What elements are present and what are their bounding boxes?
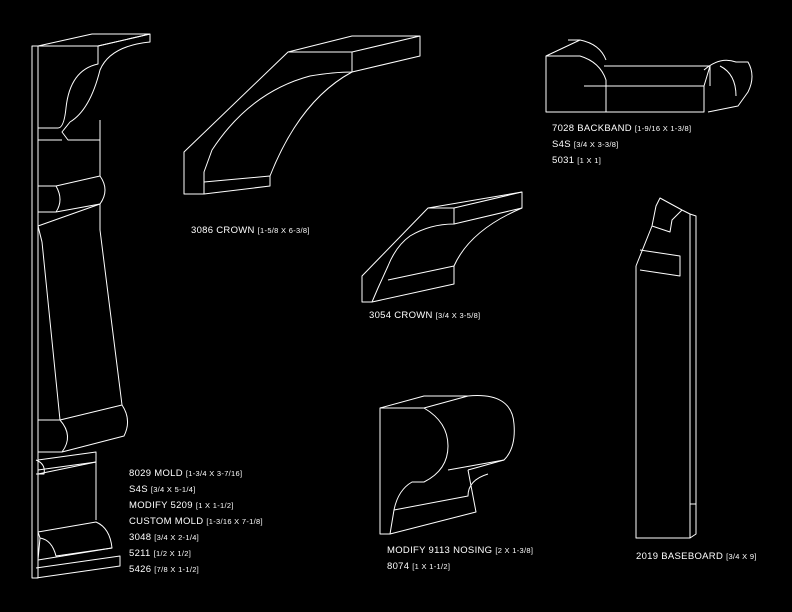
assembly-5209-name: MODIFY 5209	[129, 500, 193, 511]
assembly-5211-name: 5211	[129, 548, 151, 559]
backband-7028-name: 7028 BACKBAND	[552, 123, 632, 134]
backband-5031-size: [1 X 1]	[577, 156, 602, 165]
assembly-3048-size: [3/4 X 2-1/4]	[154, 533, 200, 542]
assembly-5426-size: [7/8 X 1-1/2]	[154, 565, 200, 574]
assembly-custom-size: [1-3/16 X 7-1/8]	[206, 517, 263, 526]
nosing-9113-size: [2 X 1-3/8]	[495, 546, 534, 555]
backband-labels: 7028 BACKBAND [1-9/16 X 1-3/8] S4S [3/4 …	[552, 122, 691, 170]
assembly-labels: 8029 MOLD [1-3/4 X 3-7/16] S4S [3/4 X 5-…	[129, 467, 263, 579]
baseboard-2019-profile	[635, 197, 697, 539]
baseboard-label: 2019 BASEBOARD [3/4 X 9]	[636, 550, 757, 563]
crown-3086-size: [1-5/8 X 6-3/8]	[257, 226, 310, 235]
assembly-5209-size: [1 X 1-1/2]	[195, 501, 234, 510]
assembly-5211-size: [1/2 X 1/2]	[153, 549, 192, 558]
crown-3086-label: 3086 CROWN [1-5/8 X 6-3/8]	[191, 224, 310, 237]
crown-3086-profile	[183, 35, 421, 195]
crown-3054-name: 3054 CROWN	[369, 310, 433, 321]
assembly-3048-name: 3048	[129, 532, 152, 543]
nosing-8074-size: [1 X 1-1/2]	[412, 562, 451, 571]
nosing-8074-name: 8074	[387, 561, 410, 572]
assembly-custom-name: CUSTOM MOLD	[129, 516, 204, 527]
crown-3086-name: 3086 CROWN	[191, 225, 255, 236]
nosing-9113-name: MODIFY 9113 NOSING	[387, 545, 493, 556]
crown-3054-size: [3/4 X 3-5/8]	[435, 311, 481, 320]
baseboard-2019-size: [3/4 X 9]	[726, 552, 757, 561]
assembly-5426-name: 5426	[129, 564, 152, 575]
assembly-8029-name: 8029 MOLD	[129, 468, 183, 479]
backband-s4s-size: [3/4 X 3-3/8]	[573, 140, 619, 149]
nosing-9113-profile	[379, 395, 515, 535]
baseboard-2019-name: 2019 BASEBOARD	[636, 551, 724, 562]
left-assembly-profile	[31, 33, 151, 579]
backband-s4s-name: S4S	[552, 139, 571, 150]
nosing-labels: MODIFY 9113 NOSING [2 X 1-3/8] 8074 [1 X…	[387, 544, 533, 576]
assembly-s4s-size: [3/4 X 5-1/4]	[150, 485, 196, 494]
assembly-8029-size: [1-3/4 X 3-7/16]	[185, 469, 243, 478]
backband-7028-profile	[545, 39, 753, 113]
backband-7028-size: [1-9/16 X 1-3/8]	[634, 124, 692, 133]
backband-5031-name: 5031	[552, 155, 575, 166]
crown-3054-profile	[361, 191, 523, 303]
crown-3054-label: 3054 CROWN [3/4 X 3-5/8]	[369, 309, 480, 322]
assembly-s4s-name: S4S	[129, 484, 148, 495]
